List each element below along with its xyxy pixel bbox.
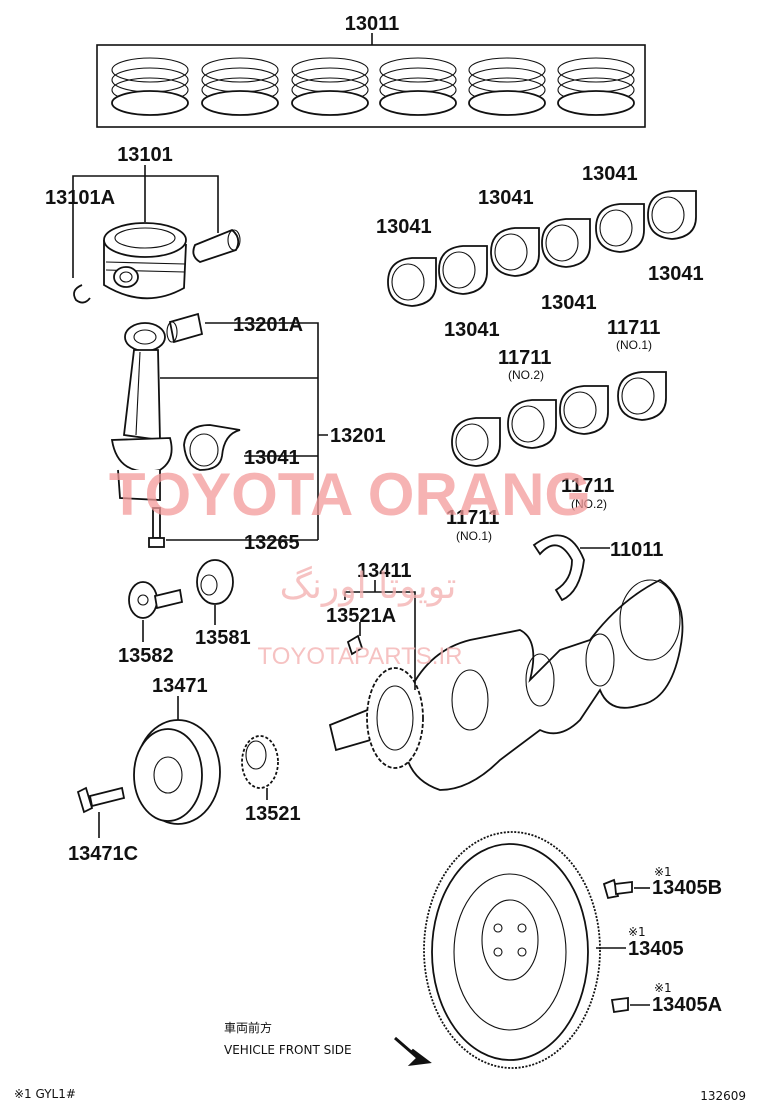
bearing-13041-c[interactable] xyxy=(490,227,540,277)
bearing-13041-f[interactable] xyxy=(647,190,697,240)
thrust-washer[interactable] xyxy=(532,534,610,602)
label-13041-b: 13041 xyxy=(478,187,534,209)
label-13041-c: 13041 xyxy=(582,163,638,185)
piston[interactable] xyxy=(103,222,187,300)
piston-pin-snap-ring[interactable] xyxy=(73,284,91,304)
label-11711-no1-top: 11711 xyxy=(607,317,660,339)
label-13405A: 13405A xyxy=(652,994,722,1016)
label-13471: 13471 xyxy=(152,675,208,697)
label-13101A: 13101A xyxy=(45,187,115,209)
label-13521: 13521 xyxy=(245,803,301,825)
label-13041-g: 13041 xyxy=(244,447,300,469)
label-13011: 13011 xyxy=(345,13,400,35)
crankshaft-timing-gear[interactable] xyxy=(366,667,424,769)
sublabel-no1-bot: (NO.1) xyxy=(456,529,492,543)
crankshaft-pulley[interactable] xyxy=(133,719,221,825)
sublabel-no2-top: (NO.2) xyxy=(508,368,544,382)
direction-jp: 車両前方 xyxy=(224,1020,272,1035)
bearing-13041-a[interactable] xyxy=(387,257,437,307)
piston-ring xyxy=(111,57,189,116)
crankshaft-timing-sprocket[interactable] xyxy=(241,735,279,789)
watermark-main: TOYOTA ORANG xyxy=(109,461,591,528)
label-11711-no1-bot: 11711 xyxy=(446,507,499,529)
flywheel[interactable] xyxy=(423,831,601,1069)
label-11711-no2-bot: 11711 xyxy=(561,475,614,497)
label-13405B: 13405B xyxy=(652,877,722,899)
connecting-rod-bearing[interactable] xyxy=(183,424,241,471)
direction-en: VEHICLE FRONT SIDE xyxy=(224,1043,352,1057)
label-13581: 13581 xyxy=(195,627,251,649)
bearing-11711-no2-top[interactable] xyxy=(507,399,557,449)
mark-13405B: ※1 xyxy=(654,865,672,879)
connecting-rod[interactable] xyxy=(110,322,173,501)
bearing-13041-e[interactable] xyxy=(595,203,645,253)
piston-ring-set[interactable] xyxy=(96,33,646,128)
connecting-rod-bolt[interactable] xyxy=(148,507,165,548)
crankshaft-key[interactable] xyxy=(346,634,364,656)
bearing-11711-no1-bot[interactable] xyxy=(451,417,501,467)
label-13041-a: 13041 xyxy=(376,216,432,238)
label-13201A: 13201A xyxy=(233,314,303,336)
label-13265: 13265 xyxy=(244,532,300,554)
flywheel-bolt[interactable] xyxy=(602,878,633,900)
mark-13405A: ※1 xyxy=(654,981,672,995)
bolt-13582[interactable] xyxy=(128,581,184,619)
bearing-11711-no2-bot[interactable] xyxy=(559,385,609,435)
crank-angle-sensor-plate[interactable] xyxy=(196,559,234,605)
label-13101: 13101 xyxy=(117,144,173,166)
piston-pin[interactable] xyxy=(192,228,241,263)
sublabel-no2-bot: (NO.2) xyxy=(571,497,607,511)
sublabel-no1-top: (NO.1) xyxy=(616,338,652,352)
flywheel-dowel-pin[interactable] xyxy=(610,996,629,1014)
label-13471C: 13471C xyxy=(68,843,138,865)
bearing-11711-no1-top[interactable] xyxy=(617,371,667,421)
label-13582: 13582 xyxy=(118,645,174,667)
piston-ring xyxy=(379,57,457,116)
label-13411: 13411 xyxy=(357,560,412,582)
label-13041-f: 13041 xyxy=(444,319,500,341)
diagram-number: 132609 xyxy=(700,1089,746,1103)
vehicle-front-arrow xyxy=(394,1036,432,1067)
piston-ring xyxy=(291,57,369,116)
footer-note: ※1 GYL1# xyxy=(14,1087,76,1101)
label-11011: 11011 xyxy=(610,539,663,561)
pulley-bolt[interactable] xyxy=(76,786,126,814)
label-11711-no2-top: 11711 xyxy=(498,347,551,369)
label-13201: 13201 xyxy=(330,425,386,447)
watermark-farsi: تویوتا اورنگ xyxy=(280,565,457,607)
bearing-13041-b[interactable] xyxy=(438,245,488,295)
mark-13405: ※1 xyxy=(628,925,646,939)
watermark-sub: TOYOTAPARTS.IR xyxy=(258,643,463,670)
label-13521A: 13521A xyxy=(326,605,396,627)
bearing-13041-d[interactable] xyxy=(541,218,591,268)
piston-ring xyxy=(557,57,635,116)
piston-ring xyxy=(201,57,279,116)
piston-ring xyxy=(468,57,546,116)
connecting-rod-bushing[interactable] xyxy=(166,312,204,344)
label-13405: 13405 xyxy=(628,938,684,960)
label-13041-d: 13041 xyxy=(648,263,704,285)
label-13041-e: 13041 xyxy=(541,292,597,314)
